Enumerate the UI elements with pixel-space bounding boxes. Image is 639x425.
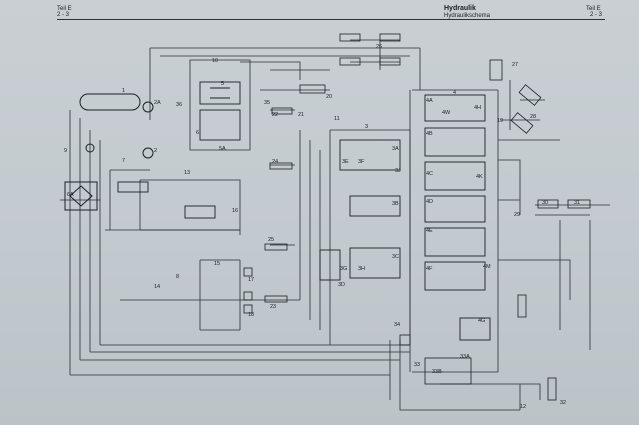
- component-labels: 1 2A 2 3 3A 3B 3C 3D 3E 3F 3G 3H 3J 4 4A…: [64, 44, 580, 410]
- label-15: 15: [214, 261, 220, 267]
- label-24: 24: [272, 159, 278, 165]
- label-12: 12: [520, 404, 526, 410]
- control-valve-3: [319, 139, 401, 281]
- label-14: 14: [154, 284, 160, 290]
- label-4D: 4D: [426, 199, 433, 205]
- label-20: 20: [326, 94, 332, 100]
- filter-icon: [64, 181, 98, 211]
- label-6A: 6A: [67, 192, 74, 198]
- label-6: 6: [196, 130, 199, 136]
- label-4C: 4C: [426, 171, 433, 177]
- header-left-title: Teil E: [57, 6, 72, 12]
- label-33A: 33A: [460, 354, 470, 360]
- label-17: 17: [248, 277, 254, 283]
- header-right-title: Teil E: [586, 6, 601, 12]
- label-3: 3: [365, 124, 368, 130]
- valve-block-5: [199, 81, 241, 141]
- label-10: 10: [212, 58, 218, 64]
- label-3A: 3A: [392, 146, 399, 152]
- label-4: 4: [453, 90, 456, 96]
- label-32: 32: [560, 400, 566, 406]
- label-3E: 3E: [342, 159, 349, 165]
- label-27: 27: [512, 62, 518, 68]
- label-22: 22: [272, 112, 278, 118]
- header-center-title: Hydraulik: [444, 5, 476, 12]
- label-3B: 3B: [392, 201, 399, 207]
- label-13: 13: [184, 170, 190, 176]
- label-1: 1: [122, 88, 125, 94]
- label-3G: 3G: [340, 266, 347, 272]
- valve-bank-4: [424, 94, 491, 341]
- label-18: 18: [248, 312, 254, 318]
- label-7: 7: [122, 158, 125, 164]
- label-34: 34: [394, 322, 400, 328]
- label-23: 23: [270, 304, 276, 310]
- label-11: 11: [334, 116, 340, 122]
- label-28: 28: [530, 114, 536, 120]
- label-21: 21: [298, 112, 304, 118]
- pump-icon: [85, 101, 154, 159]
- label-31: 31: [574, 200, 580, 206]
- label-36: 36: [176, 102, 182, 108]
- label-4K: 4K: [476, 174, 483, 180]
- label-25: 25: [268, 237, 274, 243]
- label-30: 30: [542, 200, 548, 206]
- header-center-subtitle: Hydraulikschema: [444, 13, 491, 19]
- tank-1: [79, 93, 141, 111]
- label-5A: 5A: [219, 146, 226, 152]
- header-rule: [57, 19, 605, 20]
- label-33: 33: [414, 362, 420, 368]
- label-19: 19: [497, 118, 503, 124]
- label-4M: 4M: [483, 264, 491, 270]
- label-2A: 2A: [154, 100, 161, 106]
- label-4H: 4H: [474, 105, 481, 111]
- label-33B: 33B: [432, 369, 442, 375]
- label-29: 29: [514, 212, 520, 218]
- label-3J: 3J: [395, 168, 401, 174]
- label-35: 35: [264, 100, 270, 106]
- label-4W: 4W: [442, 110, 451, 116]
- label-2: 2: [154, 148, 157, 154]
- label-26: 26: [376, 44, 382, 50]
- label-4A: 4A: [426, 98, 433, 104]
- label-4G: 4G: [478, 318, 485, 324]
- valve-13: [117, 181, 216, 219]
- label-8: 8: [176, 274, 179, 280]
- label-9: 9: [64, 148, 67, 154]
- label-4E: 4E: [426, 228, 433, 234]
- header-right-page: 2 - 3: [590, 12, 603, 18]
- label-4B: 4B: [426, 131, 433, 137]
- label-16: 16: [232, 208, 238, 214]
- header-left-page: 2 - 3: [57, 12, 70, 18]
- label-4F: 4F: [426, 266, 433, 272]
- label-3F: 3F: [358, 159, 365, 165]
- label-5: 5: [221, 81, 224, 87]
- label-3H: 3H: [358, 266, 365, 272]
- cylinder-icon: [243, 33, 591, 401]
- label-3D: 3D: [338, 282, 345, 288]
- label-3C: 3C: [392, 254, 399, 260]
